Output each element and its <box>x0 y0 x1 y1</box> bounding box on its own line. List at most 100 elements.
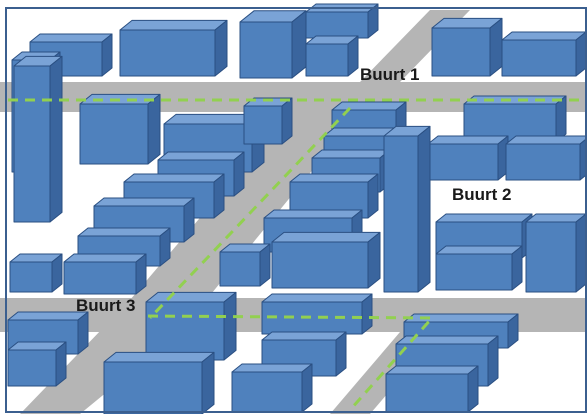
building-side <box>223 291 237 361</box>
building-front <box>9 261 53 293</box>
building-side <box>487 335 499 387</box>
building-side <box>147 93 161 165</box>
building-front <box>79 103 149 165</box>
building-top <box>263 209 363 219</box>
building-block <box>501 31 587 77</box>
building-top <box>261 293 373 303</box>
building-top <box>271 231 381 243</box>
building-top <box>311 149 391 159</box>
building-side <box>301 363 313 413</box>
building-top <box>501 31 587 41</box>
building-top <box>103 351 215 363</box>
building-side <box>49 55 63 223</box>
building-top <box>435 245 523 255</box>
building-side <box>291 10 307 79</box>
building-front <box>119 29 216 77</box>
building-front <box>103 361 203 414</box>
building-side <box>575 213 587 293</box>
building-front <box>261 301 363 335</box>
building-block <box>289 173 379 219</box>
building-front <box>305 11 369 39</box>
building-front <box>501 39 577 77</box>
building-side <box>511 245 523 291</box>
building-top <box>261 331 347 341</box>
building-top <box>145 291 237 303</box>
route-middle <box>147 314 436 411</box>
building-top <box>505 135 587 145</box>
building-side <box>367 231 381 289</box>
building-front <box>243 105 283 145</box>
building-front <box>383 135 419 293</box>
building-top <box>157 151 245 161</box>
building-block <box>63 253 147 295</box>
building-block <box>13 55 63 223</box>
building-block <box>231 363 313 413</box>
building-block <box>7 341 67 387</box>
building-block <box>463 95 567 143</box>
building-front <box>427 143 499 181</box>
building-front <box>385 373 469 413</box>
building-top <box>29 33 113 43</box>
building-top <box>63 253 147 263</box>
building-side <box>281 97 293 145</box>
building-block <box>305 3 379 39</box>
building-block <box>525 213 587 293</box>
building-side <box>489 17 503 77</box>
building-top <box>463 95 567 105</box>
building-front <box>63 261 137 295</box>
building-side <box>55 341 67 387</box>
building-block <box>79 93 161 165</box>
building-top <box>435 213 533 223</box>
building-front <box>239 21 293 79</box>
building-front <box>7 349 57 387</box>
building-front <box>435 253 513 291</box>
building-front <box>525 221 577 293</box>
building-front <box>505 143 581 181</box>
building-block <box>103 351 215 414</box>
building-block <box>427 135 509 181</box>
building-side <box>335 331 347 377</box>
building-side <box>467 365 479 413</box>
building-front <box>431 27 491 77</box>
building-top <box>123 173 225 183</box>
building-block <box>385 365 479 413</box>
building-side <box>367 173 379 219</box>
building-top <box>289 173 379 183</box>
building-block <box>9 253 63 293</box>
building-front <box>289 181 369 219</box>
building-block <box>239 10 307 79</box>
building-top <box>385 365 479 375</box>
building-top <box>331 101 407 111</box>
building-front <box>305 43 349 77</box>
building-side <box>214 19 228 77</box>
building-side <box>417 125 431 293</box>
building-block <box>383 125 431 293</box>
building-top <box>427 135 509 145</box>
building-top <box>93 197 195 207</box>
building-block <box>431 17 503 77</box>
building-side <box>213 173 225 219</box>
building-front <box>219 251 261 287</box>
building-block <box>305 35 359 77</box>
building-block <box>435 245 523 291</box>
buildings-layer <box>7 3 587 414</box>
building-block <box>261 293 373 335</box>
building-block <box>119 19 228 77</box>
building-front <box>271 241 369 289</box>
label-buurt-1: Buurt 1 <box>360 65 420 84</box>
frame-border <box>5 7 587 413</box>
building-side <box>233 151 245 197</box>
building-front <box>231 371 303 413</box>
building-block <box>271 231 381 289</box>
building-side <box>555 95 567 143</box>
building-front <box>13 65 51 223</box>
building-side <box>201 351 215 414</box>
building-side <box>77 311 89 355</box>
label-buurt-3: Buurt 3 <box>76 296 136 315</box>
building-side <box>183 197 195 243</box>
building-side <box>101 33 113 77</box>
building-block <box>505 135 587 181</box>
building-block <box>145 291 237 361</box>
route-diagonal <box>148 106 352 320</box>
